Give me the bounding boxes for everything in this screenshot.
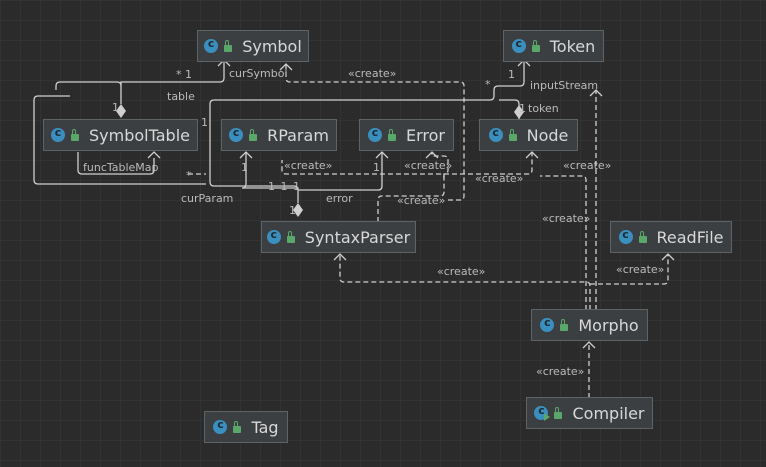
lock-icon (531, 39, 540, 52)
multiplicity-label: * (485, 78, 491, 91)
class-name: ReadFile (656, 227, 724, 247)
create-morpho-syntaxparser (339, 254, 591, 310)
class-icon (204, 37, 219, 53)
edge-syntaxparser-error (298, 152, 383, 191)
role-label-cursymbol: curSymbol (229, 67, 288, 80)
multiplicity-label: 1 (508, 68, 515, 81)
lock-icon (554, 406, 563, 419)
lock-icon (508, 128, 517, 141)
class-compiler[interactable]: Compiler (526, 397, 653, 429)
lock-icon (233, 420, 242, 433)
role-label-inputstream: inputStream (530, 79, 599, 92)
create-label: «create» (542, 212, 591, 225)
edge-node-token (499, 99, 520, 119)
multiplicity-label: 1 (201, 116, 208, 129)
class-readfile[interactable]: ReadFile (610, 221, 732, 253)
class-icon (511, 37, 526, 53)
role-label-token: token (528, 102, 559, 115)
lock-icon (286, 230, 295, 243)
create-label: «create» (397, 194, 446, 207)
class-morpho[interactable]: Morpho (531, 309, 648, 341)
class-icon (229, 126, 244, 142)
multiplicity-label: 1 (112, 101, 119, 114)
class-token[interactable]: Token (503, 30, 604, 62)
role-label-functablemap: funcTableMap (83, 161, 159, 174)
multiplicity-label: * (186, 169, 192, 182)
multiplicity-label: 1 (289, 204, 296, 217)
lock-icon (388, 128, 396, 141)
class-icon (488, 126, 503, 142)
role-label-table: table (167, 90, 195, 103)
create-label: «create» (404, 159, 453, 172)
multiplicity-label: 1 (519, 102, 526, 115)
lock-icon (224, 39, 233, 52)
edge-symboltable-symbol (55, 60, 225, 104)
class-name: Compiler (572, 403, 645, 423)
create-label: «create» (348, 67, 397, 80)
class-name: Token (549, 36, 596, 56)
role-label-curparam: curParam (181, 192, 234, 205)
class-name: Node (526, 125, 569, 145)
class-name: SymbolTable (89, 125, 190, 145)
create-label: «create» (616, 263, 665, 276)
class-tag[interactable]: Tag (204, 411, 288, 443)
edge-left-loop (33, 95, 206, 185)
role-label-error: error (326, 192, 353, 205)
class-icon (51, 126, 65, 142)
multiplicity-label: * 1 (176, 68, 192, 81)
lock-icon (560, 318, 569, 331)
class-icon (618, 228, 633, 244)
class-name: Tag (251, 417, 279, 437)
create-label: «create» (437, 265, 486, 278)
class-icon (368, 126, 382, 142)
create-syntaxparser-error (431, 152, 449, 178)
class-node[interactable]: Node (479, 119, 578, 151)
lock-icon (249, 128, 258, 141)
class-name: SyntaxParser (304, 227, 411, 247)
class-syntaxparser[interactable]: SyntaxParser (261, 221, 416, 253)
create-morpho-node (540, 175, 587, 310)
multiplicity-label: 1 (373, 161, 380, 174)
create-label: «create» (475, 172, 524, 185)
class-rparam[interactable]: RParam (221, 119, 337, 151)
edge-syntaxparser-rparam (241, 152, 299, 190)
create-morpho-readfile (590, 254, 669, 285)
multiplicity-label: 1 (241, 161, 248, 174)
create-syntaxparser-symbol (285, 64, 465, 201)
class-error[interactable]: Error (359, 119, 454, 151)
class-symboltable[interactable]: SymbolTable (43, 119, 198, 151)
lock-icon (71, 128, 79, 141)
class-name: RParam (267, 125, 329, 145)
runnable-class-icon (534, 404, 551, 421)
create-label: «create» (284, 159, 333, 172)
edge-syntaxparser-token (209, 60, 525, 203)
lock-icon (638, 230, 647, 243)
class-symbol[interactable]: Symbol (197, 30, 309, 62)
class-icon (540, 316, 555, 332)
class-name: Symbol (242, 36, 302, 56)
edge-symboltable-functablemap (77, 152, 155, 175)
create-syntaxparser-rparam (281, 160, 445, 222)
class-icon (266, 228, 281, 244)
class-name: Morpho (578, 315, 639, 335)
create-syntaxparser-node (444, 152, 533, 175)
class-name: Error (406, 125, 445, 145)
class-icon (213, 418, 228, 434)
create-label: «create» (563, 159, 612, 172)
create-label: «create» (536, 365, 585, 378)
multiplicity-label: 1 1 1 (268, 180, 300, 193)
